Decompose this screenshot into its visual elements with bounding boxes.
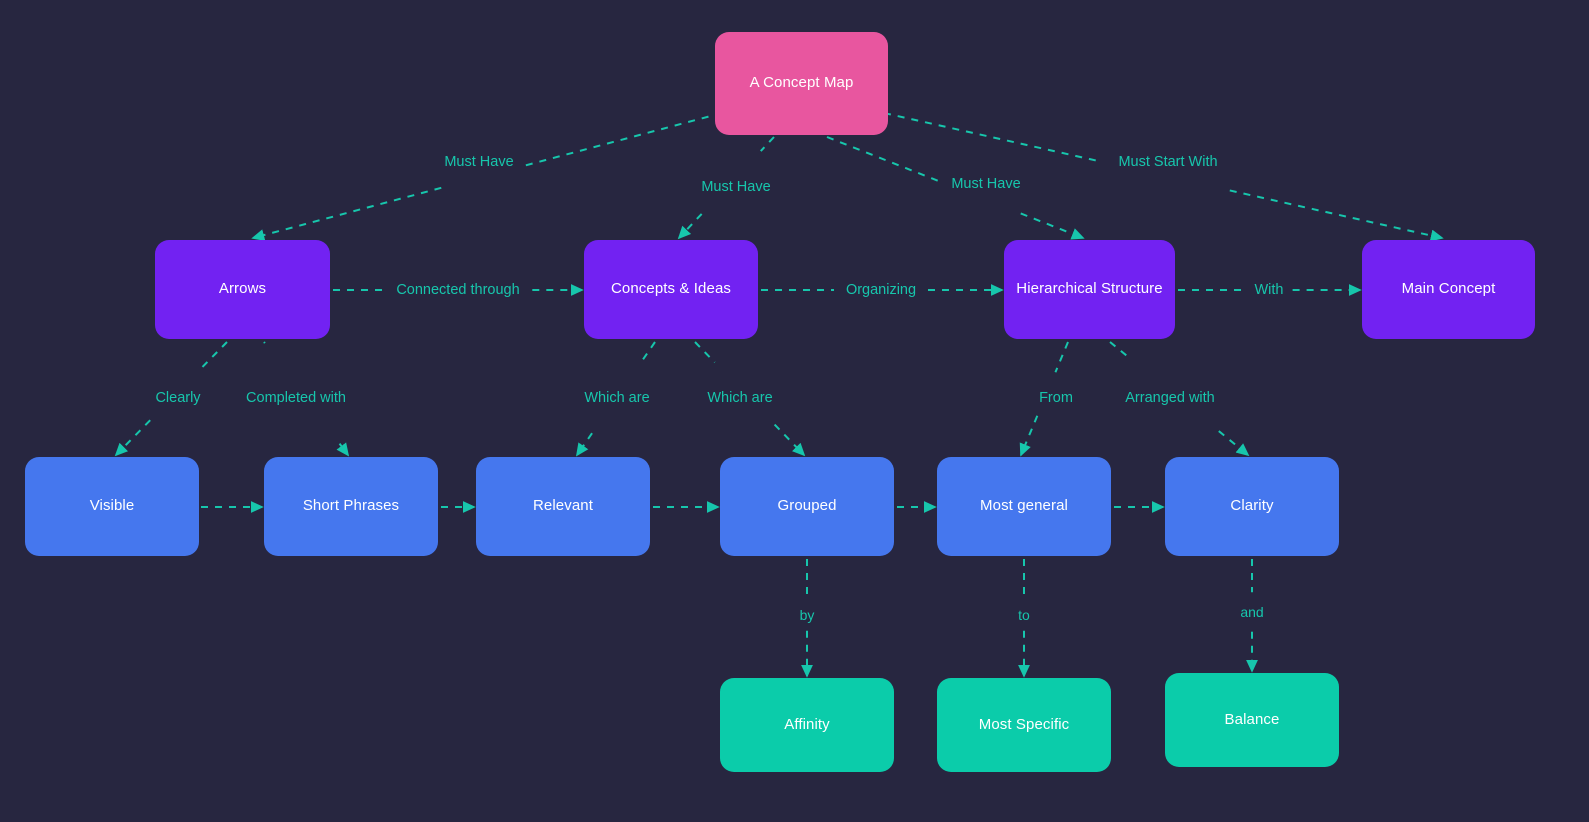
- edge-label-e19: by: [799, 607, 815, 623]
- edge-e10: [575, 432, 593, 457]
- edge-label-e8: Clearly: [155, 389, 201, 406]
- edge-label-e13: Arranged with: [1125, 389, 1215, 406]
- edge-e2: [677, 213, 703, 240]
- edge-label-e9: Completed with: [246, 389, 346, 406]
- edge-e13: [1109, 341, 1129, 358]
- edge-label-e11: Which are: [707, 389, 773, 406]
- edge-e4: [883, 112, 1101, 163]
- node-grouped[interactable]: Grouped: [720, 457, 894, 556]
- node-clarity[interactable]: Clarity: [1165, 457, 1339, 556]
- edge-e13: [1218, 430, 1250, 457]
- edge-label-e4: Must Start With: [1118, 153, 1218, 170]
- edge-e12: [1054, 341, 1069, 373]
- node-hierarchical-structure[interactable]: Hierarchical Structure: [1004, 240, 1175, 339]
- edge-label-e1: Must Have: [444, 153, 514, 170]
- edge-e1: [524, 112, 723, 167]
- edge-e8: [198, 341, 228, 371]
- edge-label-e21: and: [1240, 604, 1264, 620]
- edge-e9: [263, 341, 266, 344]
- edge-label-e20: to: [1018, 607, 1030, 623]
- edge-e9: [336, 442, 350, 457]
- edge-e11: [773, 423, 806, 457]
- edge-label-e10: Which are: [584, 389, 650, 406]
- node-affinity[interactable]: Affinity: [720, 678, 894, 772]
- edge-e3: [1020, 212, 1085, 240]
- edge-label-e3: Must Have: [951, 175, 1021, 192]
- edge-e12: [1019, 415, 1039, 457]
- node-most-specific[interactable]: Most Specific: [937, 678, 1111, 772]
- edge-label-e2: Must Have: [701, 178, 771, 195]
- node-arrows[interactable]: Arrows: [155, 240, 330, 339]
- node-visible[interactable]: Visible: [25, 457, 199, 556]
- node-balance[interactable]: Balance: [1165, 673, 1339, 767]
- edge-label-e5: Connected through: [396, 281, 520, 298]
- edge-e8: [114, 419, 151, 457]
- edge-label-e6: Organizing: [845, 281, 917, 298]
- node-main-concept[interactable]: Main Concept: [1362, 240, 1535, 339]
- edge-e10: [640, 341, 656, 363]
- edge-e4: [1229, 189, 1444, 242]
- node-concepts-ideas[interactable]: Concepts & Ideas: [584, 240, 758, 339]
- node-relevant[interactable]: Relevant: [476, 457, 650, 556]
- node-short-phrases[interactable]: Short Phrases: [264, 457, 438, 556]
- edge-label-e7: With: [1254, 281, 1284, 298]
- edge-e3: [826, 136, 941, 183]
- edge-e11: [694, 341, 716, 364]
- node-concept-map[interactable]: A Concept Map: [715, 32, 888, 135]
- edge-label-e12: From: [1039, 389, 1073, 406]
- edge-e2: [760, 136, 775, 152]
- edge-e1: [251, 186, 442, 241]
- node-most-general[interactable]: Most general: [937, 457, 1111, 556]
